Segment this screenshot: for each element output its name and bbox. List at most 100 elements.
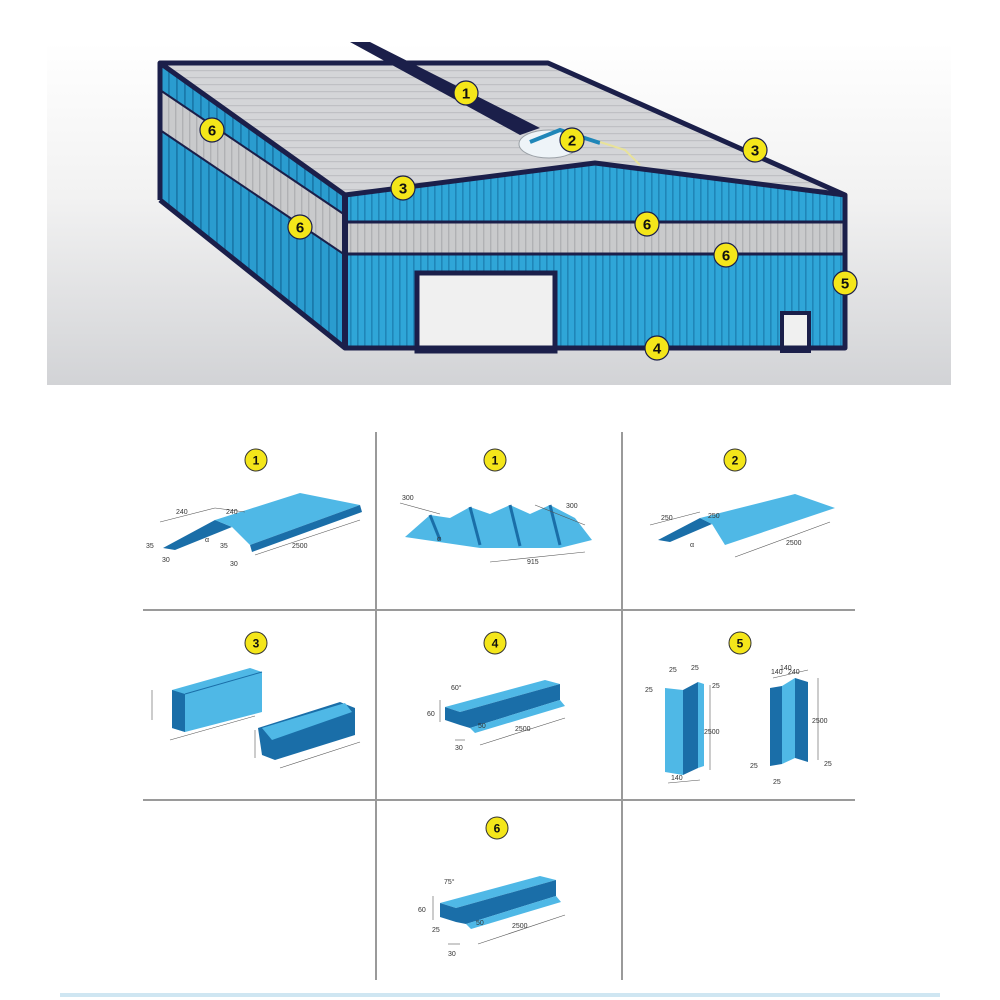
- dim-label: 25: [432, 927, 440, 934]
- dim-label: 75°: [444, 878, 455, 886]
- skylight-outline: [599, 141, 641, 166]
- svg-text:3: 3: [253, 637, 260, 651]
- part-badge: 5: [728, 631, 752, 655]
- flashing-flange: [658, 518, 712, 542]
- dim-label: α: [205, 537, 209, 544]
- dim-label: 30: [230, 561, 238, 568]
- building-illustration: 1 2 3 3 4 5 6 6: [47, 42, 951, 385]
- dim-label: 50: [478, 723, 486, 730]
- dim-label: 2500: [812, 718, 828, 725]
- eave-profile-bottom-face: [262, 703, 352, 740]
- part-belt-flashing: 6 75° 60 25 30 50 2500: [418, 816, 566, 958]
- dim-label: 30: [448, 951, 456, 958]
- callout-badge: 5: [832, 270, 858, 296]
- dim-label: 30: [162, 557, 170, 564]
- side-band-outline-top: [159, 89, 346, 216]
- belt-flashing-lip: [466, 896, 561, 929]
- svg-text:1: 1: [253, 454, 260, 468]
- dimension-lines: [432, 896, 566, 945]
- side-wall-upper: [160, 63, 345, 215]
- eave-profile-top: [172, 668, 262, 732]
- dim-label: 25: [669, 667, 677, 674]
- callout-badge: 3: [390, 175, 416, 201]
- dim-label: 2500: [292, 543, 308, 550]
- svg-text:6: 6: [643, 217, 651, 234]
- dim-label: 915: [527, 559, 539, 566]
- svg-text:6: 6: [208, 123, 216, 140]
- dim-label: 240: [176, 509, 188, 516]
- svg-text:6: 6: [296, 220, 304, 237]
- svg-text:3: 3: [399, 181, 407, 198]
- dim-label: 35: [146, 543, 154, 550]
- roof: [160, 63, 845, 195]
- dim-label: 2500: [786, 540, 802, 547]
- svg-text:4: 4: [653, 341, 662, 358]
- dimension-lines: [649, 511, 831, 558]
- roof-sheet-body: [405, 505, 592, 548]
- eave-profile-top-edge: [184, 671, 263, 695]
- dim-label: 35: [220, 543, 228, 550]
- dim-label: 240: [788, 669, 800, 676]
- small-door-opening: [780, 311, 811, 353]
- dim-label: 2500: [515, 726, 531, 733]
- svg-text:3: 3: [751, 143, 759, 160]
- dim-label: 25: [773, 779, 781, 786]
- part-ridge-cap: 1 240 240 35 35 30 30 2500 α: [146, 448, 362, 568]
- svg-text:1: 1: [492, 454, 499, 468]
- front-wall-upper: [345, 163, 845, 222]
- dim-label: 140: [780, 665, 792, 672]
- skylight-flashing: [529, 127, 601, 145]
- dimension-lines: [151, 690, 361, 769]
- dim-label: α: [437, 536, 441, 543]
- dim-label: 250: [661, 515, 673, 522]
- dim-label: 60: [418, 907, 426, 914]
- base-flashing-lip: [470, 700, 565, 733]
- dim-label: 140: [671, 775, 683, 782]
- svg-text:6: 6: [494, 822, 501, 836]
- dim-label: 2500: [704, 729, 720, 736]
- dim-label: 240: [226, 509, 238, 516]
- callout-badge: 6: [634, 211, 660, 237]
- callout-badge: 6: [713, 242, 739, 268]
- callout-badge: 1: [453, 80, 479, 106]
- part-badge: 6: [485, 816, 509, 840]
- part-roof-sheet: 1 300 300 915 α: [399, 448, 592, 566]
- dim-label: 250: [708, 513, 720, 520]
- svg-text:4: 4: [492, 637, 499, 651]
- front-wall-band: [345, 222, 845, 254]
- base-flashing-wall: [460, 684, 560, 728]
- dim-label: 300: [566, 503, 578, 510]
- inner-corner-right: [795, 678, 808, 762]
- callout-badge: 3: [742, 137, 768, 163]
- dimension-lines: [159, 507, 361, 556]
- inner-corner-middle: [782, 678, 795, 764]
- part-skylight-flashing: 2 250 250 2500 α: [649, 448, 835, 558]
- dim-label: 60°: [451, 684, 462, 692]
- dim-label: 25: [645, 687, 653, 694]
- dim-label: 2500: [512, 923, 528, 930]
- svg-text:6: 6: [722, 248, 730, 265]
- dim-label: 300: [402, 495, 414, 502]
- part-corner-profiles: 5 25 25 25 25 2500 140 140 140 240 2500 …: [645, 631, 832, 786]
- dimension-lines: [399, 502, 586, 563]
- dimension-lines: [667, 669, 819, 784]
- outer-corner-left-face: [665, 688, 683, 775]
- dim-label: 25: [824, 761, 832, 768]
- base-flashing-face: [445, 707, 460, 725]
- parts-grid: [143, 432, 855, 980]
- callout-badge: 4: [644, 335, 670, 361]
- outer-corner-lip: [698, 682, 704, 768]
- dimension-lines: [439, 700, 566, 746]
- dim-label: α: [690, 542, 694, 549]
- dim-label: 140: [771, 669, 783, 676]
- ridge-cap-left-flange: [163, 520, 232, 550]
- svg-text:5: 5: [737, 637, 744, 651]
- belt-flashing-face: [440, 903, 456, 922]
- side-wall-lower: [160, 130, 345, 348]
- eave-outline: [158, 60, 846, 198]
- large-door-opening: [414, 270, 558, 354]
- outer-corner-right-face: [683, 682, 698, 775]
- inner-corner-left: [770, 686, 782, 766]
- part-badge: 1: [483, 448, 507, 472]
- dim-label: 30: [455, 745, 463, 752]
